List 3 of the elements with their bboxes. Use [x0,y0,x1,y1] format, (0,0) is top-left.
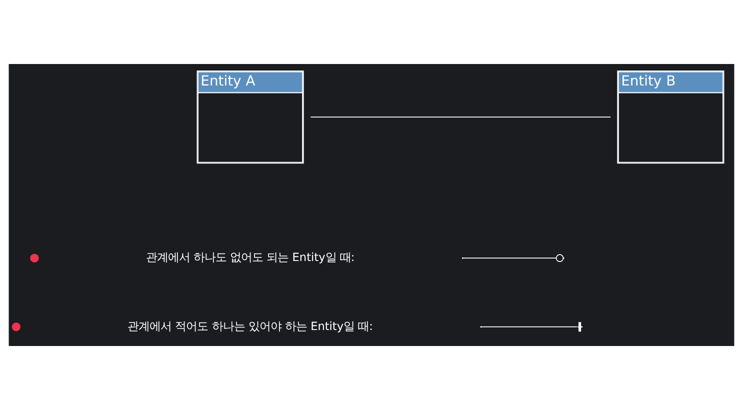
legend-label: 관계에서 하나도 없어도 되는 Entity일 때: [146,251,355,264]
legend-label: 관계에서 적어도 하나는 있어야 하는 Entity일 때: [128,320,373,333]
connector [310,116,611,118]
